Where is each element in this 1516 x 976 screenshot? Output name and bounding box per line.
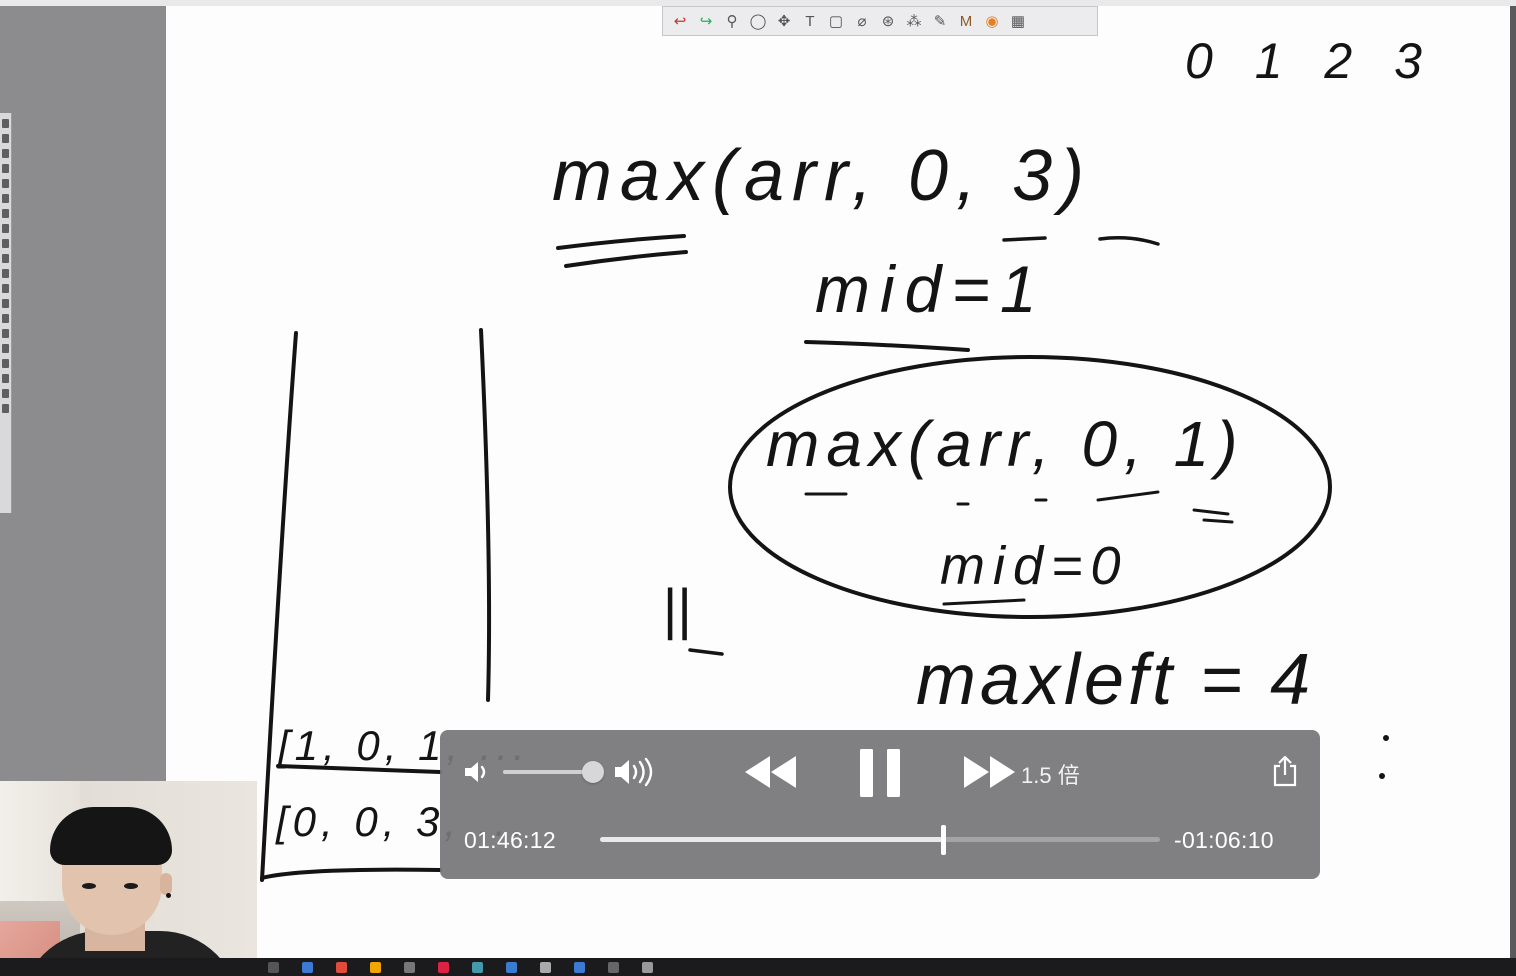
- taskbar-app-icon[interactable]: [336, 962, 347, 973]
- zoom-icon[interactable]: ⚲: [726, 13, 738, 30]
- volume-slider-knob[interactable]: [582, 761, 604, 783]
- taskbar: [0, 958, 1516, 976]
- mid-inner-text: mid=0: [940, 536, 1129, 596]
- double-bar-mark: ||: [662, 577, 691, 641]
- left-tool-panel[interactable]: [0, 113, 12, 513]
- call-inner-text: max(arr, 0, 1): [766, 408, 1245, 480]
- pause-button[interactable]: [858, 748, 902, 798]
- redo-icon[interactable]: ↪: [699, 13, 713, 30]
- stack-frame-lines: [260, 328, 492, 882]
- lasso-icon[interactable]: ◯: [749, 13, 767, 30]
- stack-row-lines: [260, 764, 442, 880]
- progress-playhead[interactable]: [941, 825, 947, 855]
- mid-top-text: mid=1: [815, 252, 1047, 326]
- taskbar-app-icon[interactable]: [404, 962, 415, 973]
- taskbar-app-icon[interactable]: [438, 962, 449, 973]
- taskbar-app-icon[interactable]: [268, 962, 279, 973]
- elapsed-time: 01:46:12: [464, 827, 556, 853]
- taskbar-app-icon[interactable]: [472, 962, 483, 973]
- whiteboard-toolbar: ↩ ↪ ⚲ ◯ ✥ T ▢ ⌀ ⊛ ⁂ ✎ M ◉ ▦: [662, 6, 1098, 36]
- remaining-time: -01:06:10: [1174, 827, 1274, 853]
- color-wheel-icon[interactable]: ◉: [985, 13, 999, 30]
- pen-icon[interactable]: M: [959, 12, 973, 30]
- mid-top-underline: [804, 340, 970, 352]
- eraser-icon[interactable]: ⌀: [857, 13, 867, 30]
- taskbar-app-icon[interactable]: [302, 962, 313, 973]
- taskbar-app-icon[interactable]: [370, 962, 381, 973]
- volume-slider-fill: [503, 770, 593, 774]
- progress-played: [600, 837, 944, 842]
- highlighter-icon[interactable]: ✎: [933, 13, 947, 30]
- mid-inner-underline: [942, 598, 1026, 606]
- move-icon[interactable]: ✥: [777, 13, 791, 30]
- dot-mark: [1379, 773, 1385, 779]
- double-bar-underline: [688, 648, 724, 656]
- inner-call-ellipse: [728, 355, 1332, 619]
- call-top-text: max(arr, 0, 3): [552, 136, 1092, 216]
- shape-icon[interactable]: ▢: [828, 13, 844, 30]
- left-background: [0, 6, 166, 781]
- volume-low-icon[interactable]: [462, 758, 492, 786]
- window-edge: [1510, 6, 1516, 958]
- volume-high-icon[interactable]: [612, 756, 660, 788]
- playback-speed-button[interactable]: 1.5 倍: [1021, 763, 1080, 788]
- undo-icon[interactable]: ↩: [673, 13, 687, 30]
- taskbar-app-icon[interactable]: [540, 962, 551, 973]
- taskbar-app-icon[interactable]: [608, 962, 619, 973]
- rewind-button[interactable]: [742, 754, 798, 790]
- share-icon[interactable]: [1270, 754, 1300, 788]
- call-top-underline: [556, 234, 688, 268]
- inner-dash-marks: [804, 490, 1234, 524]
- taskbar-app-icon[interactable]: [574, 962, 585, 973]
- dot-mark: [1383, 735, 1389, 741]
- webcam-overlay: [0, 781, 257, 976]
- maxleft-text: maxleft = 4: [916, 640, 1314, 720]
- index-labels: 0 1 2 3: [1185, 33, 1436, 89]
- taskbar-app-icon[interactable]: [642, 962, 653, 973]
- stamp-icon[interactable]: ⊛: [881, 13, 895, 30]
- top-menu-strip: [0, 0, 1516, 6]
- grid-menu-icon[interactable]: ▦: [1010, 13, 1026, 30]
- fast-forward-button[interactable]: [962, 754, 1018, 790]
- pattern-icon[interactable]: ⁂: [906, 13, 922, 30]
- text-tool-icon[interactable]: T: [805, 12, 815, 30]
- taskbar-app-icon[interactable]: [506, 962, 517, 973]
- arg-underlines: [1002, 236, 1160, 246]
- video-player-controls: [440, 730, 1320, 879]
